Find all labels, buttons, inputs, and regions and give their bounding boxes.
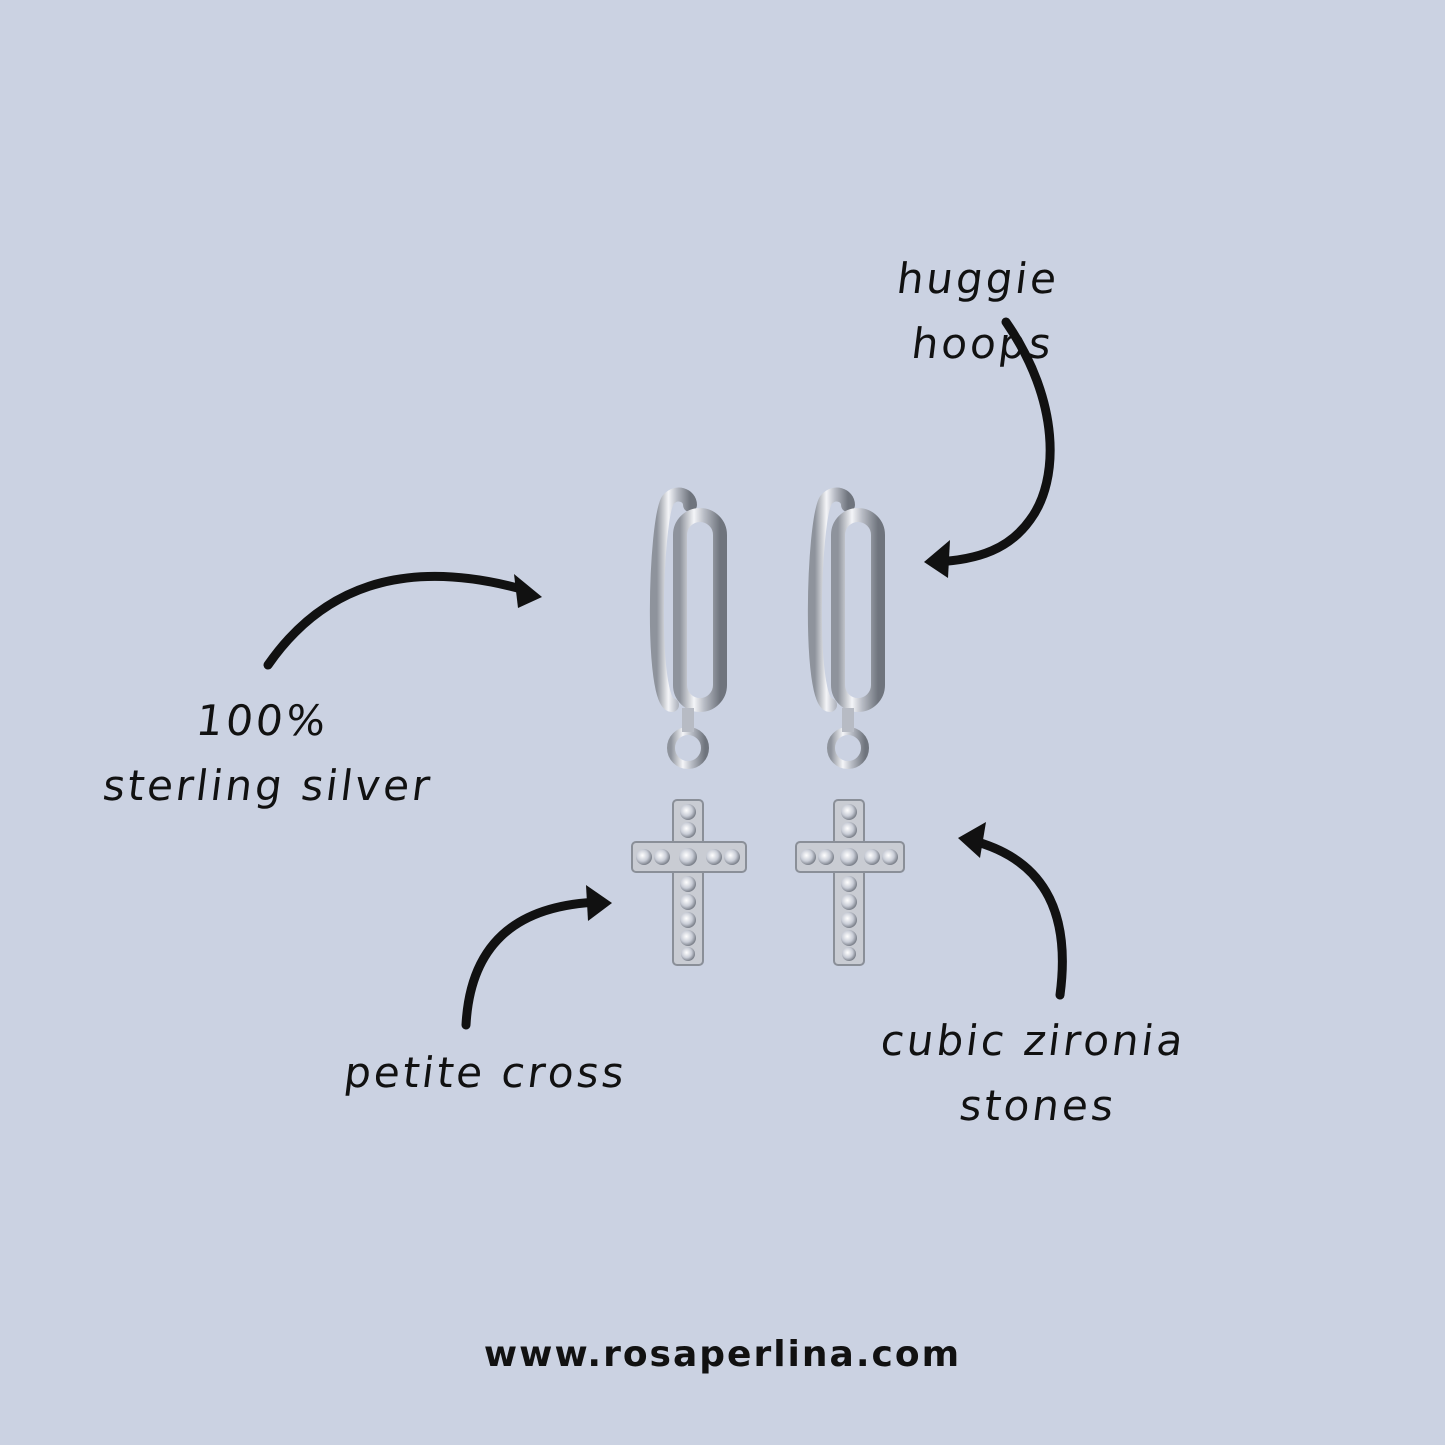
left-bail (682, 708, 694, 732)
left-cross-stones (636, 804, 740, 961)
arrow-icon (965, 835, 1067, 1000)
label-cubic-zirconia: cubic zironia stones (875, 1008, 1194, 1138)
arrow-icon (461, 897, 605, 1030)
left-earring (631, 487, 747, 966)
label-huggie-hoops: huggie hoops (894, 254, 1061, 369)
arrow-icon (263, 571, 530, 670)
label-sterling-silver: 100% sterling silver (90, 688, 439, 818)
right-cross-stones (800, 804, 898, 961)
label-cubic-zirconia-line1: cubic zironia (878, 1016, 1187, 1065)
arrow-head-icon (924, 540, 950, 578)
label-petite-cross: petite cross (342, 1048, 628, 1097)
right-jump-ring (827, 727, 869, 769)
arrow-head-icon (958, 822, 986, 858)
label-sterling-silver-line2: sterling silver (100, 761, 434, 811)
website-url[interactable]: www.rosaperlina.com (483, 1334, 962, 1375)
right-earring (795, 487, 905, 966)
right-bail (842, 708, 854, 732)
label-cubic-zirconia-line2: stones (957, 1081, 1118, 1131)
arrow-head-icon (514, 574, 542, 608)
left-jump-ring (667, 727, 709, 769)
right-hoop-back (807, 487, 855, 712)
label-sterling-silver-line1: 100% (194, 696, 331, 745)
arrow-icon (930, 317, 1055, 567)
left-hoop-front (673, 508, 727, 712)
right-hoop-front (831, 508, 885, 712)
left-hoop-back (649, 487, 697, 712)
arrow-head-icon (586, 885, 612, 921)
